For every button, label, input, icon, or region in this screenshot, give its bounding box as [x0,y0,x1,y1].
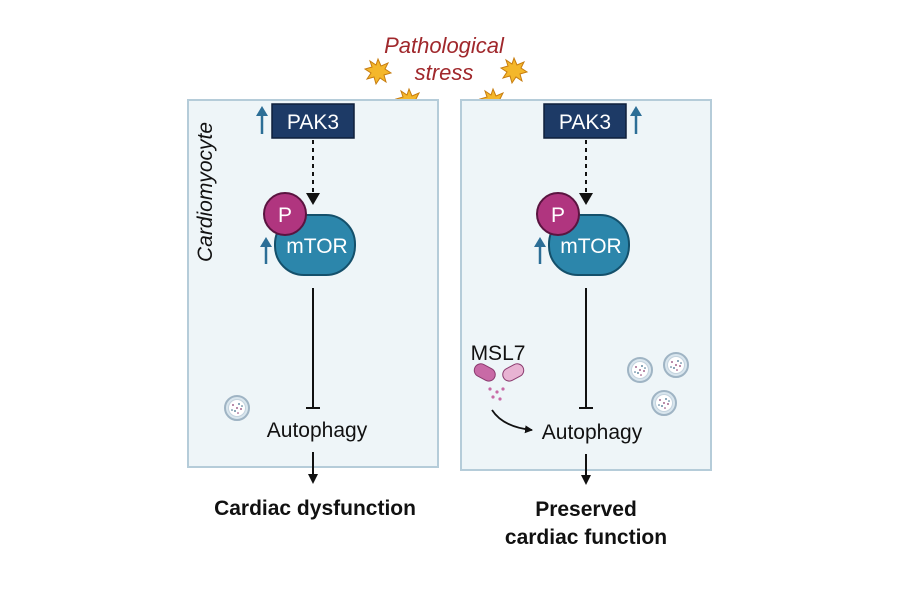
pak3-label: PAK3 [559,111,611,134]
pak3-box [271,103,355,139]
pak3-label: PAK3 [287,111,339,134]
up-arrow-icon [256,106,268,134]
mtor-label: mTOR [560,235,621,258]
left-outcome-label: Cardiac dysfunction [214,497,416,520]
autophagosome-icon [627,357,653,383]
drug-label: MSL7 [471,342,526,365]
autophagosome-icon [663,352,689,378]
stress-star-icon [364,58,392,85]
left-panel: Cardiomyocyte PAK3 mTOR P Autophagy [187,99,439,468]
cell-type-label: Cardiomyocyte [194,122,217,262]
stress-star-icon [500,57,528,84]
phospho-label: P [278,204,292,227]
capsule-icon [473,363,525,401]
autophagy-label: Autophagy [542,421,643,444]
autophagosome-icon [224,395,250,421]
autophagy-label: Autophagy [267,419,368,442]
up-arrow-icon [534,237,546,264]
right-panel: PAK3 mTOR P MSL7 [460,99,712,471]
phospho-circle [536,192,580,236]
mtor-label: mTOR [286,235,347,258]
right-outcome-line2: cardiac function [505,526,667,549]
autophagosome-icon [651,390,677,416]
stress-title-line1: Pathological [384,33,505,58]
up-arrow-icon [260,237,272,264]
pak3-box [543,103,627,139]
right-outcome-line1: Preserved [535,498,637,521]
drug-arrow [491,409,533,434]
stress-title-line2: stress [415,60,474,85]
phospho-label: P [551,204,565,227]
up-arrow-icon [630,106,642,134]
phospho-circle [263,192,307,236]
